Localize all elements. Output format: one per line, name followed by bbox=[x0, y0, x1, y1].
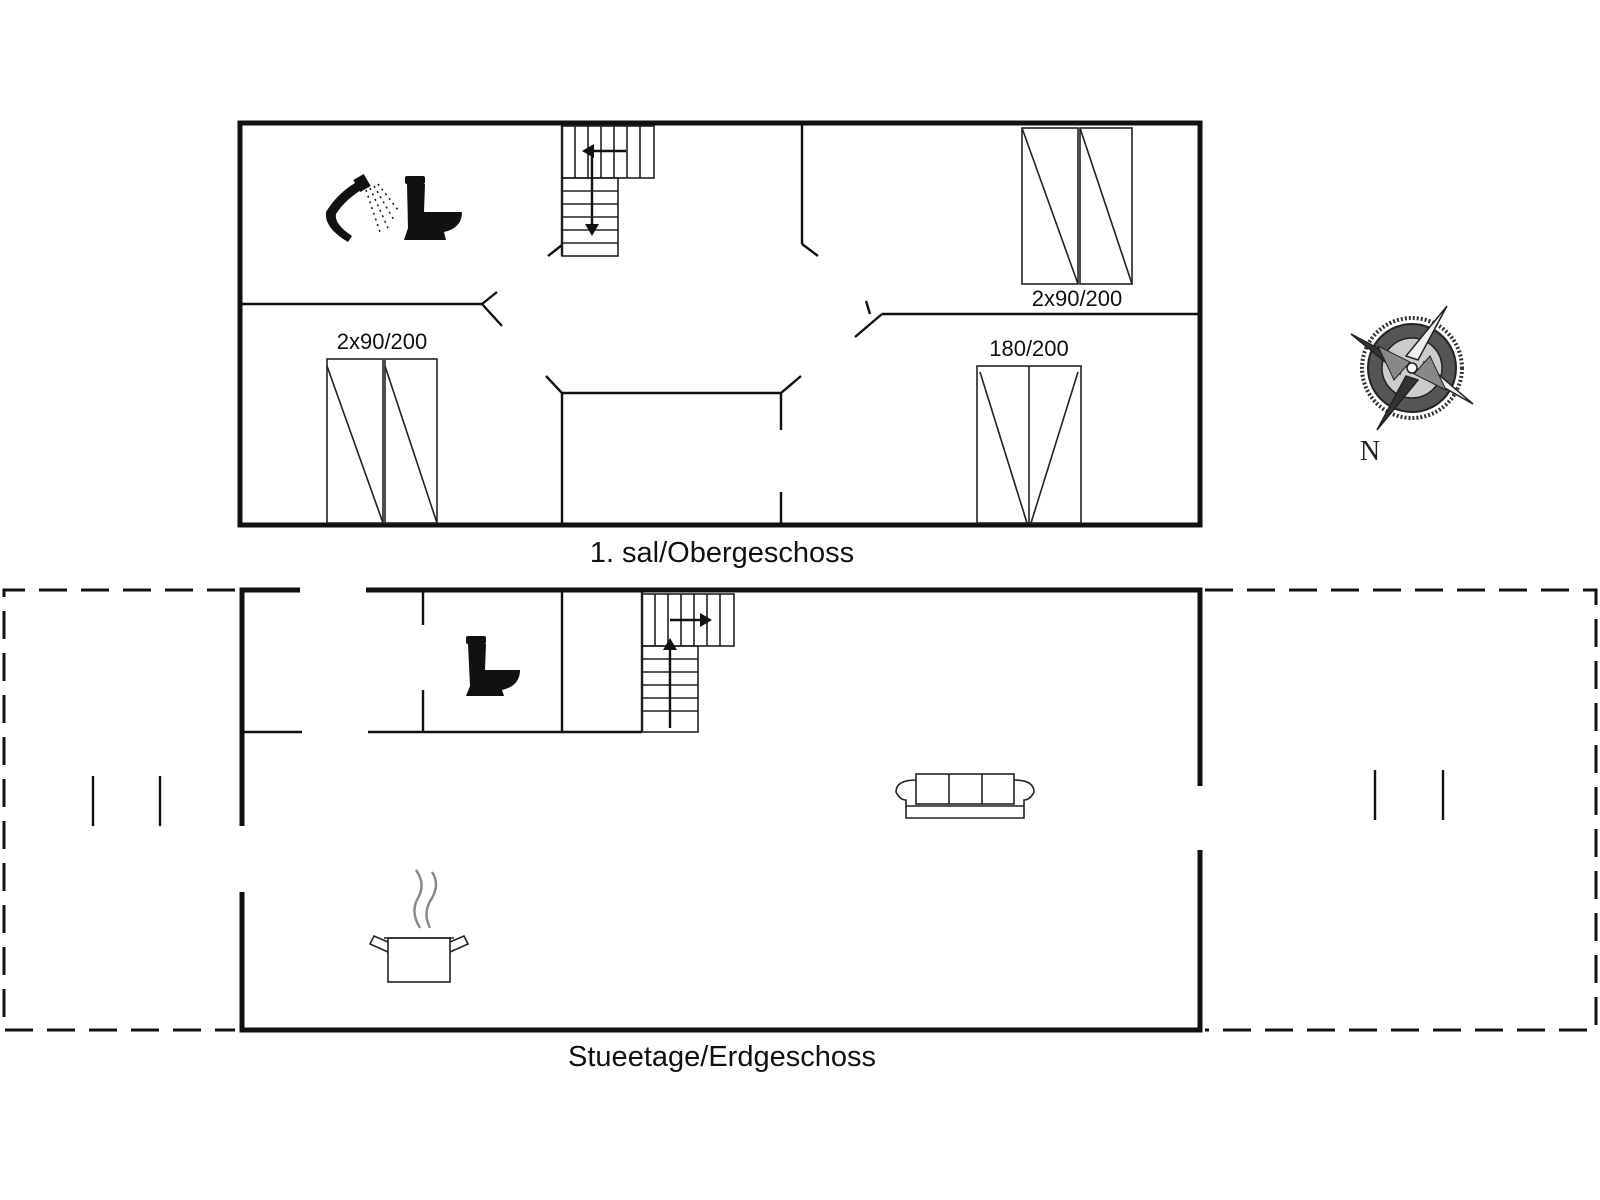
ground-wall-bottom bbox=[239, 850, 1203, 1033]
bed-label: 2x90/200 bbox=[1032, 286, 1123, 311]
stairs-icon bbox=[561, 125, 655, 257]
bed-label: 2x90/200 bbox=[337, 329, 428, 354]
ground-wall-left-top bbox=[239, 587, 300, 826]
bed-top-right: 2x90/200 bbox=[1021, 127, 1133, 311]
upper-floor-label: 1. sal/Obergeschoss bbox=[590, 537, 854, 569]
upper-floor: 2x90/200 2x90/200 180/200 1. sal/Oberges… bbox=[237, 120, 1203, 569]
upper-wall-center-room bbox=[560, 391, 781, 523]
ground-floor-label: Stueetage/Erdgeschoss bbox=[568, 1041, 876, 1073]
stairs-icon bbox=[641, 593, 735, 733]
ground-floor: Stueetage/Erdgeschoss bbox=[2, 587, 1598, 1073]
compass-rose-icon: N bbox=[1350, 305, 1474, 467]
terrace-right bbox=[1205, 588, 1598, 1032]
bed-label: 180/200 bbox=[989, 336, 1069, 361]
bed-double: 180/200 bbox=[976, 336, 1082, 524]
toilet-icon bbox=[404, 176, 462, 240]
toilet-icon bbox=[466, 636, 520, 696]
ground-wall-top bbox=[366, 587, 1203, 786]
upper-floor-outer-wall bbox=[237, 120, 1203, 528]
shower-icon bbox=[325, 173, 399, 242]
sofa-icon bbox=[895, 773, 1035, 819]
terrace-left bbox=[2, 588, 235, 1032]
compass-north-label: N bbox=[1360, 436, 1380, 467]
bed-left: 2x90/200 bbox=[326, 329, 438, 524]
cooking-pot-icon bbox=[368, 869, 470, 983]
